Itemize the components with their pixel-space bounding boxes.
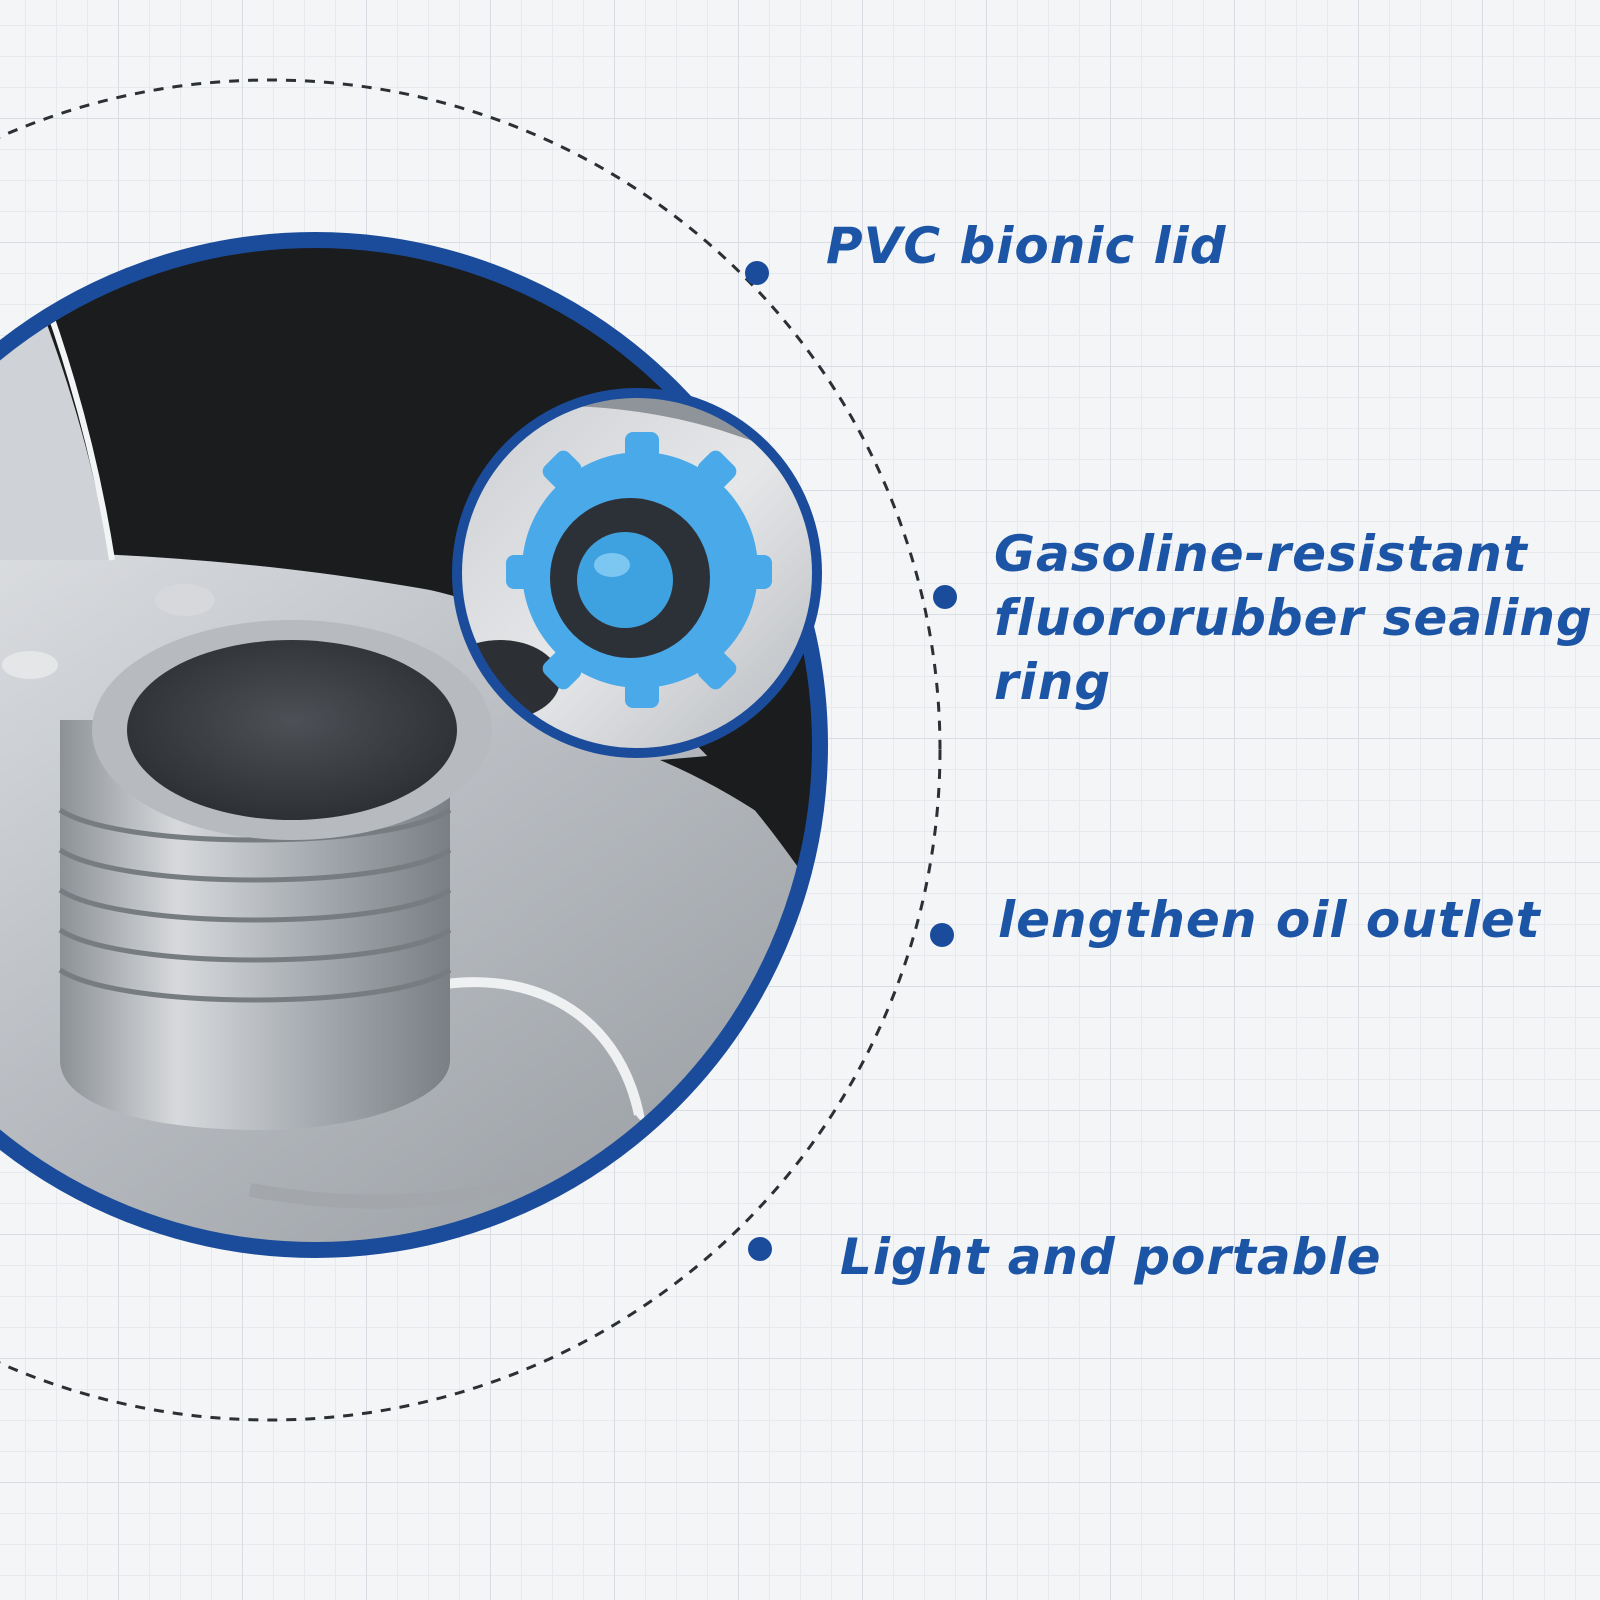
main-photo — [0, 240, 820, 1250]
marker-dot-portable — [748, 1237, 772, 1261]
marker-dot-lid — [745, 261, 769, 285]
cap-detail-frame — [452, 388, 822, 758]
feature-label-lid: PVC bionic lid — [826, 217, 1227, 275]
marker-dot-oil-outlet — [930, 923, 954, 947]
main-photo-frame — [0, 232, 828, 1258]
feature-label-portable: Light and portable — [840, 1228, 1382, 1286]
feature-label-sealing-ring: Gasoline-resistant fluororubber sealing … — [994, 525, 1593, 711]
feature-label-oil-outlet: lengthen oil outlet — [998, 891, 1541, 949]
marker-dot-sealing-ring — [933, 585, 957, 609]
dashed-orbit — [0, 78, 942, 1422]
